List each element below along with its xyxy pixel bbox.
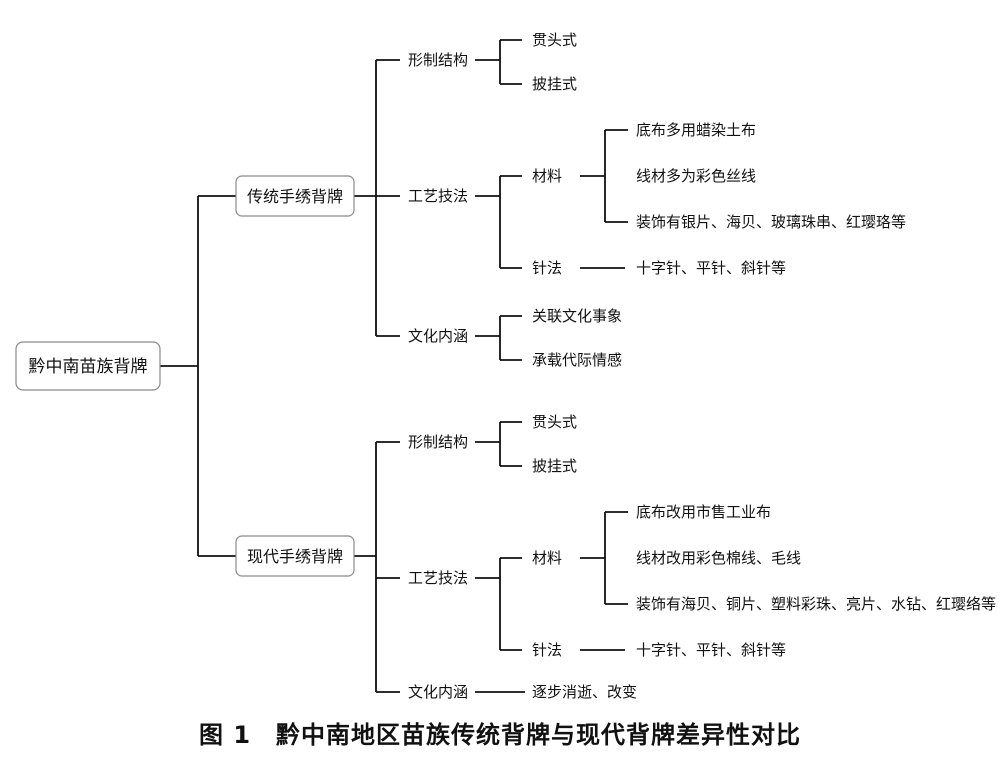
edge-trad-material <box>580 129 628 223</box>
trad-culture-item: 关联文化事象 <box>532 307 622 325</box>
mod-craft-label: 工艺技法 <box>408 569 468 587</box>
figure-caption: 图 1 黔中南地区苗族传统背牌与现代背牌差异性对比 <box>198 721 802 749</box>
edge-root <box>160 195 236 557</box>
mod-culture-label: 文化内涵 <box>408 683 468 701</box>
trad-structure-item: 披挂式 <box>532 75 577 93</box>
edge-mod-structure <box>475 421 522 467</box>
traditional-box <box>235 175 355 217</box>
trad-material-item: 线材多为彩色丝线 <box>636 167 756 185</box>
root-box <box>15 341 161 391</box>
root-node: 黔中南苗族背牌 <box>15 341 161 391</box>
edge-mod-material <box>580 511 628 605</box>
modern-node: 现代手绣背牌 <box>235 535 355 577</box>
edge-modern <box>354 441 400 693</box>
traditional-node: 传统手绣背牌 <box>235 175 355 217</box>
traditional-branch: 形制结构 贯头式 披挂式 工艺技法 材料 底布多用蜡染土布 线材多为彩色丝线 装… <box>408 31 906 369</box>
edge-trad-culture <box>475 315 522 361</box>
traditional-label: 传统手绣背牌 <box>247 187 343 206</box>
mod-material-item: 线材改用彩色棉线、毛线 <box>636 549 801 567</box>
trad-stitch-item: 十字针、平针、斜针等 <box>636 259 786 277</box>
mod-material-item: 底布改用市售工业布 <box>636 503 771 521</box>
mod-structure-label: 形制结构 <box>408 433 468 451</box>
modern-label: 现代手绣背牌 <box>247 547 343 566</box>
mod-material-item: 装饰有海贝、铜片、塑料彩珠、亮片、水钻、红璎络等 <box>636 595 996 613</box>
edge-mod-craft <box>475 557 522 651</box>
mod-structure-item: 贯头式 <box>532 413 577 431</box>
trad-material-item: 底布多用蜡染土布 <box>636 121 756 139</box>
mod-structure-item: 披挂式 <box>532 457 577 475</box>
edge-trad-structure <box>475 39 522 85</box>
edge-traditional <box>354 59 400 337</box>
mod-material-label: 材料 <box>532 549 562 567</box>
trad-material-item: 装饰有银片、海贝、玻璃珠串、红璎珞等 <box>636 213 906 231</box>
trad-structure-label: 形制结构 <box>408 51 468 69</box>
trad-material-label: 材料 <box>532 167 562 185</box>
trad-craft-label: 工艺技法 <box>408 187 468 205</box>
trad-stitch-label: 针法 <box>532 259 562 277</box>
edge-trad-craft <box>475 175 522 269</box>
trad-culture-label: 文化内涵 <box>408 327 468 345</box>
mod-stitch-label: 针法 <box>532 641 562 659</box>
mod-stitch-item: 十字针、平针、斜针等 <box>636 641 786 659</box>
mod-culture-item: 逐步消逝、改变 <box>532 683 637 701</box>
root-label: 黔中南苗族背牌 <box>29 357 148 377</box>
trad-culture-item: 承载代际情感 <box>532 351 622 369</box>
modern-branch: 形制结构 贯头式 披挂式 工艺技法 材料 底布改用市售工业布 线材改用彩色棉线、… <box>408 413 996 701</box>
modern-box <box>235 535 355 577</box>
tree-edges <box>160 39 628 693</box>
trad-structure-item: 贯头式 <box>532 31 577 49</box>
